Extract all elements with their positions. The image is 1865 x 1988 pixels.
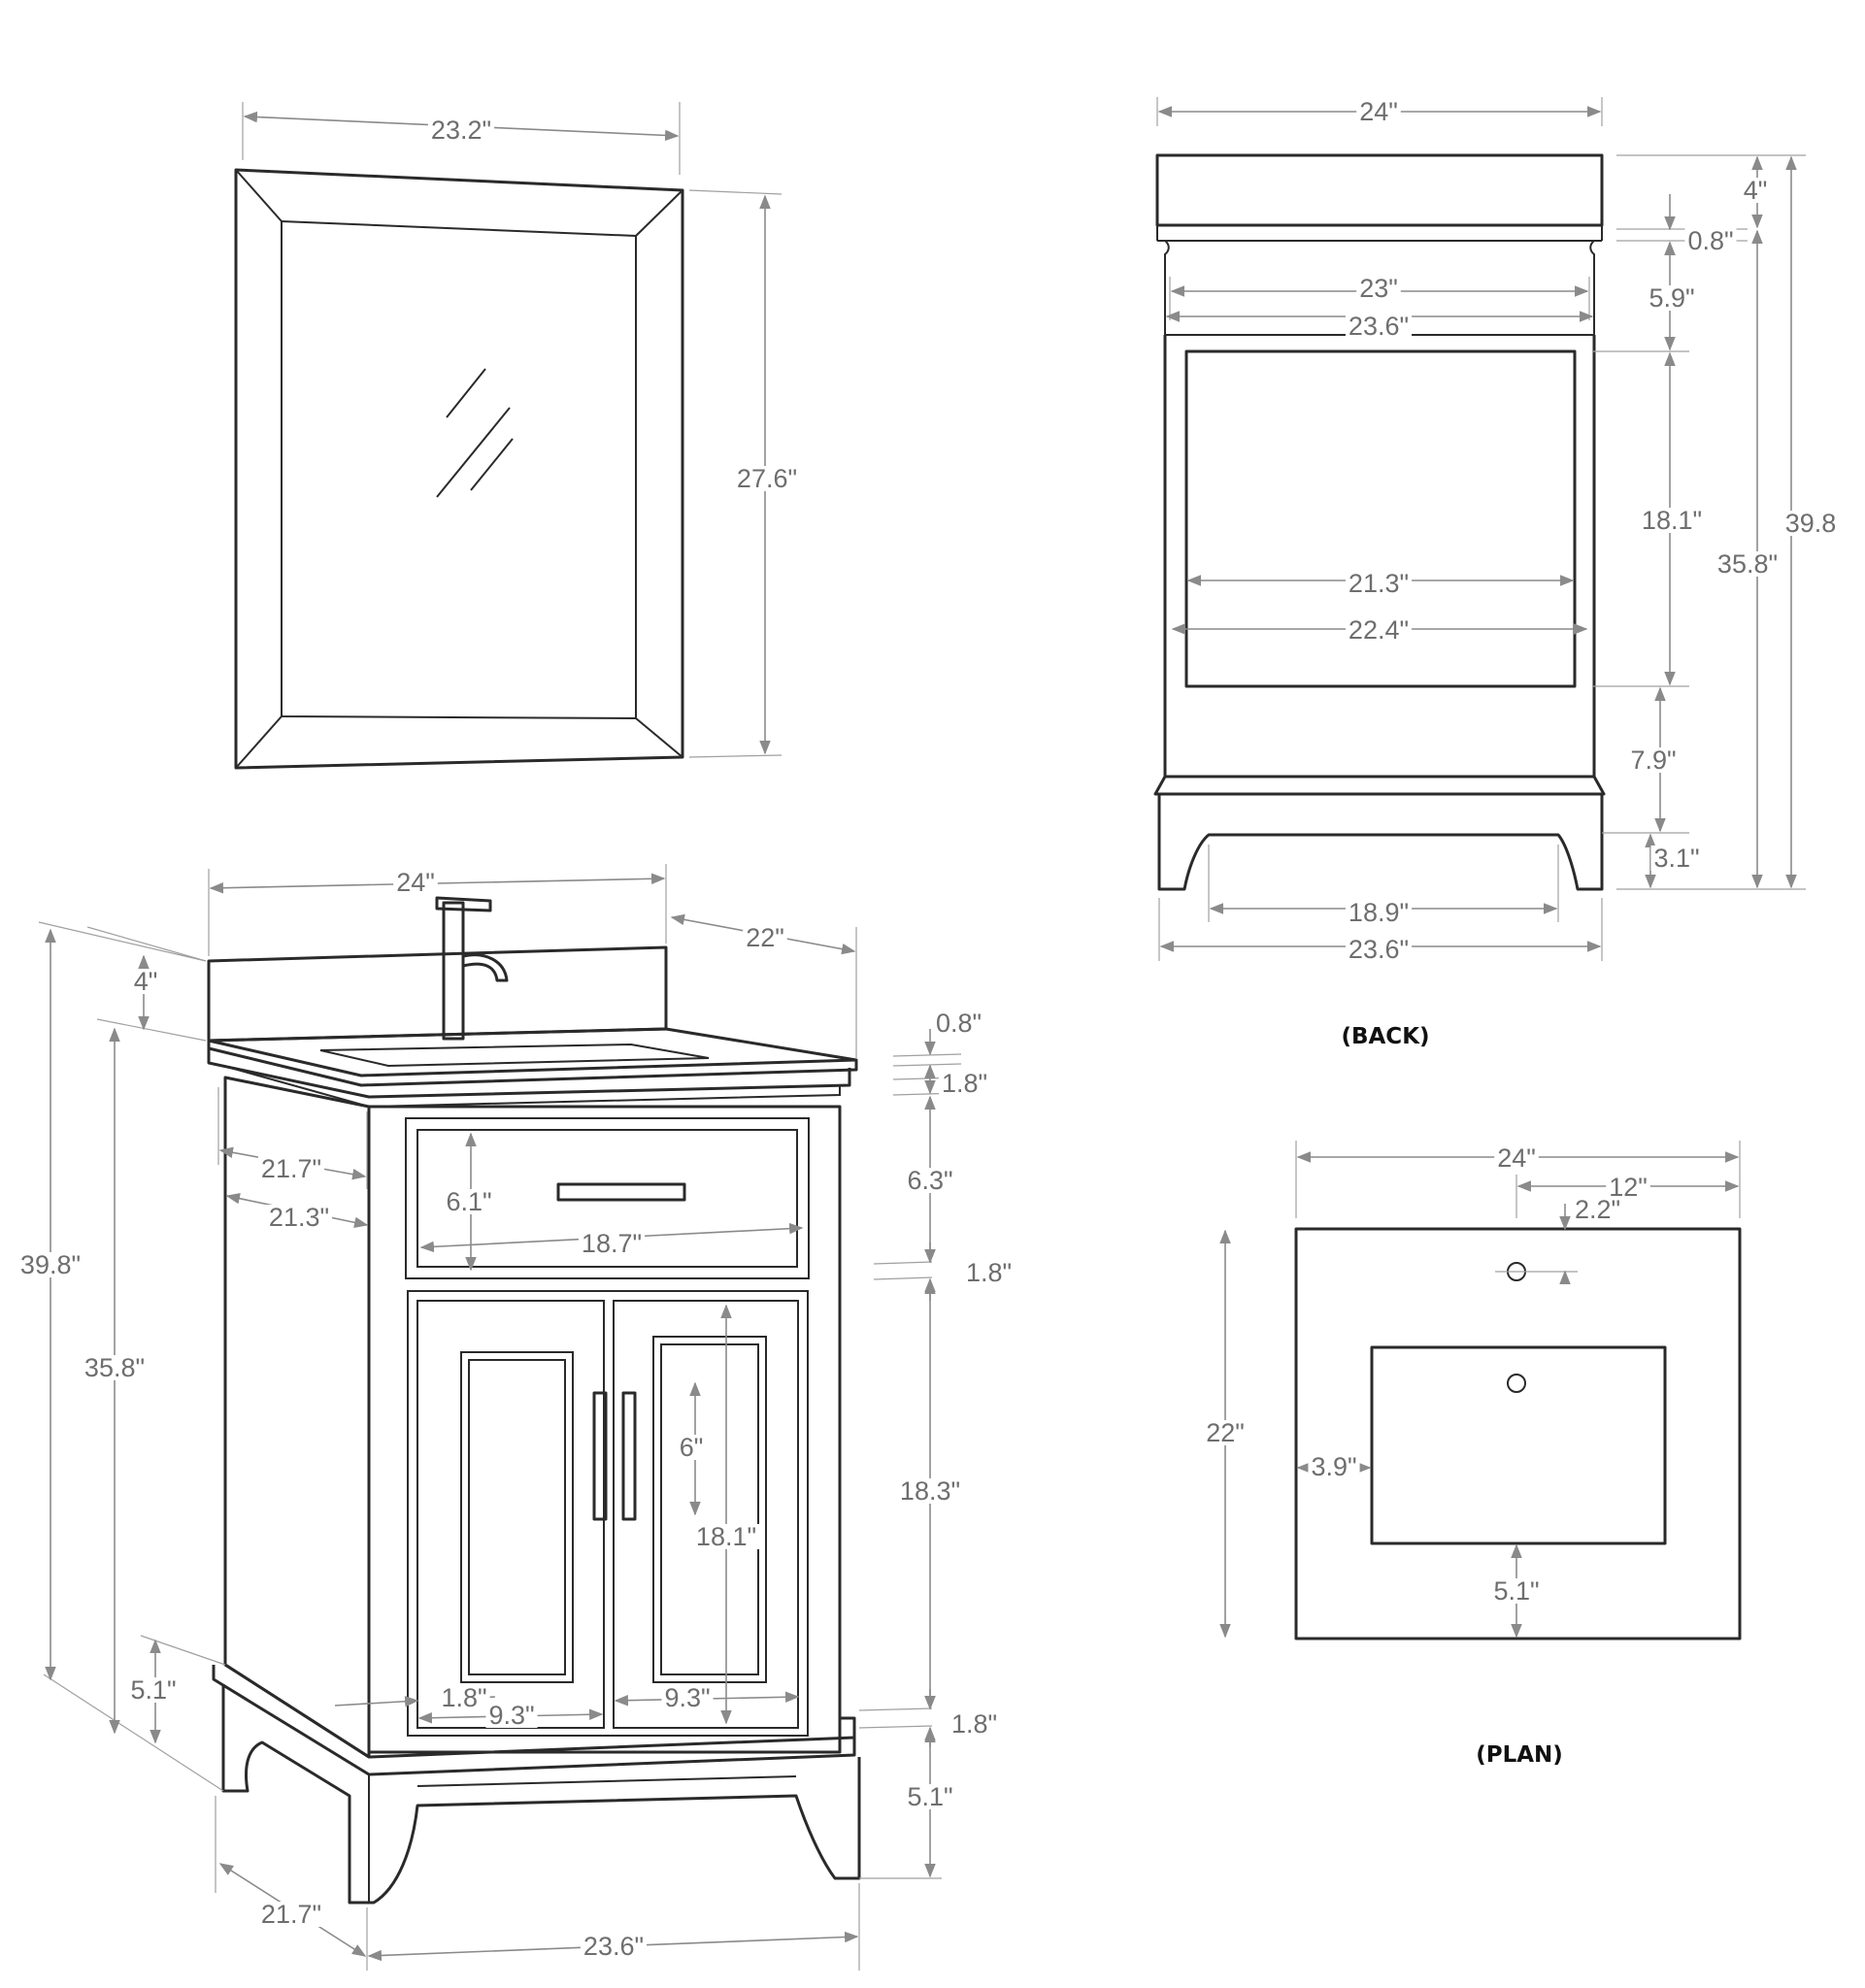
front-door-left-width-label: 9.3" bbox=[488, 1701, 534, 1730]
mirror-width-dimension: 23.2" bbox=[242, 102, 681, 175]
back-gap-label: 0.8" bbox=[1687, 226, 1733, 255]
front-base-dimensions: 21.7" 23.6" bbox=[215, 1796, 860, 1971]
front-stile-label: 1.8" bbox=[441, 1683, 486, 1712]
front-top-width-dimension: 24" bbox=[208, 864, 667, 956]
front-drawer-height-label: 6.1" bbox=[446, 1187, 491, 1216]
back-opening-inner-dimension: 21.3" bbox=[1186, 569, 1575, 598]
front-total-height-label: 39.8" bbox=[20, 1250, 81, 1279]
front-side-depth-dimensions: 21.7" 21.3" bbox=[217, 1087, 369, 1232]
mirror-height-label: 27.6" bbox=[737, 464, 797, 493]
back-view-caption: (BACK) bbox=[1341, 1024, 1429, 1049]
back-opening-height-label: 18.1" bbox=[1642, 506, 1702, 535]
front-side-depth-a-label: 21.7" bbox=[261, 1154, 321, 1183]
back-legs-outer-label: 23.6" bbox=[1349, 935, 1409, 964]
plan-width-label: 24" bbox=[1497, 1143, 1536, 1173]
plan-view-caption: (PLAN) bbox=[1476, 1742, 1563, 1768]
front-base-right-label: 5.1" bbox=[907, 1782, 952, 1811]
plan-faucet-offset-label: 2.2" bbox=[1575, 1195, 1620, 1224]
back-legs-inner-dimension: 18.9" bbox=[1208, 845, 1559, 927]
back-body-width-dimension: 23.6" bbox=[1165, 311, 1594, 341]
plan-width-dimension: 24" bbox=[1295, 1141, 1741, 1218]
plan-half-dimension: 12" bbox=[1515, 1173, 1740, 1218]
front-base-width-label: 23.6" bbox=[583, 1932, 644, 1961]
back-top-width-dimension: 24" bbox=[1156, 97, 1603, 126]
back-vertical-dimensions: 4" 0.8" 5.9" 18.1" 39.8 35.8" 7.9" 3.1" bbox=[1592, 154, 1840, 890]
front-right-vertical-dimensions: 0.8" 1.8" 6.3" 1.8" 18.3" 1.8" 5.1" bbox=[858, 1009, 1016, 1879]
front-left-vertical-dimensions: 39.8" 35.8" 5.1" bbox=[17, 921, 226, 1792]
front-drawer-width-label: 18.7" bbox=[582, 1229, 642, 1258]
front-base-left-label: 5.1" bbox=[130, 1675, 176, 1705]
back-lower-rail-label: 7.9" bbox=[1630, 746, 1676, 775]
back-view-drawing bbox=[1153, 153, 1606, 891]
back-body-width-label: 23.6" bbox=[1349, 312, 1409, 341]
back-total-height-a-label: 39.8 bbox=[1785, 509, 1837, 538]
front-side-depth-b-label: 21.3" bbox=[269, 1203, 329, 1232]
front-molding-label: 1.8" bbox=[942, 1069, 987, 1098]
front-top-depth-label: 22" bbox=[746, 923, 784, 952]
back-opening-outer-dimension: 22.4" bbox=[1171, 615, 1588, 645]
back-inner-width-label: 23" bbox=[1359, 274, 1398, 303]
front-base-depth-label: 21.7" bbox=[261, 1900, 321, 1929]
mirror-width-label: 23.2" bbox=[431, 116, 491, 145]
front-top-edge-label: 0.8" bbox=[936, 1009, 982, 1038]
back-top-width-label: 24" bbox=[1359, 97, 1398, 126]
front-top-width-label: 24" bbox=[396, 868, 435, 897]
back-base-height-label: 3.1" bbox=[1653, 844, 1699, 873]
front-door-dimensions: 6" 18.1" 1.8" 9.3" 9.3" bbox=[334, 1304, 800, 1730]
back-legs-inner-label: 18.9" bbox=[1349, 898, 1409, 927]
front-door-right-width-label: 9.3" bbox=[664, 1683, 710, 1712]
front-handle-label: 6" bbox=[680, 1433, 704, 1462]
plan-view-drawing bbox=[1294, 1227, 1742, 1640]
back-top-height-label: 4" bbox=[1744, 176, 1768, 205]
front-view-drawing bbox=[207, 896, 861, 1905]
back-total-height-b-label: 35.8" bbox=[1717, 549, 1778, 579]
back-legs-outer-dimension: 23.6" bbox=[1158, 898, 1603, 964]
front-body-height-label: 35.8" bbox=[84, 1353, 145, 1382]
plan-depth-label: 22" bbox=[1206, 1418, 1245, 1447]
mirror-drawing bbox=[234, 168, 684, 770]
plan-side-offset-dimension: 3.9" bbox=[1296, 1452, 1372, 1481]
plan-front-offset-dimension: 5.1" bbox=[1490, 1543, 1543, 1639]
plan-side-offset-label: 3.9" bbox=[1311, 1452, 1356, 1481]
back-opening-inner-label: 21.3" bbox=[1349, 569, 1409, 598]
front-drawer-zone-label: 6.3" bbox=[907, 1166, 952, 1195]
plan-depth-dimension: 22" bbox=[1203, 1229, 1248, 1639]
front-rail-mid-label: 1.8" bbox=[966, 1258, 1012, 1287]
front-drawer-dimensions: 6.1" 18.7" bbox=[419, 1132, 804, 1272]
back-inner-width-dimension: 23" bbox=[1169, 274, 1590, 320]
front-lower-molding-label: 1.8" bbox=[951, 1709, 997, 1739]
back-opening-outer-label: 22.4" bbox=[1349, 615, 1409, 645]
mirror-height-dimension: 27.6" bbox=[688, 189, 801, 758]
front-panel-height-label: 18.1" bbox=[696, 1522, 756, 1551]
front-backsplash-dimension: 4" bbox=[86, 926, 207, 1042]
front-backsplash-label: 4" bbox=[134, 967, 158, 996]
back-rail-label: 5.9" bbox=[1649, 283, 1694, 313]
plan-faucet-offset-dimension: 2.2" bbox=[1495, 1195, 1624, 1284]
front-door-zone-label: 18.3" bbox=[900, 1476, 960, 1506]
plan-front-offset-label: 5.1" bbox=[1493, 1576, 1539, 1606]
front-top-depth-dimension: 22" bbox=[670, 913, 857, 1058]
